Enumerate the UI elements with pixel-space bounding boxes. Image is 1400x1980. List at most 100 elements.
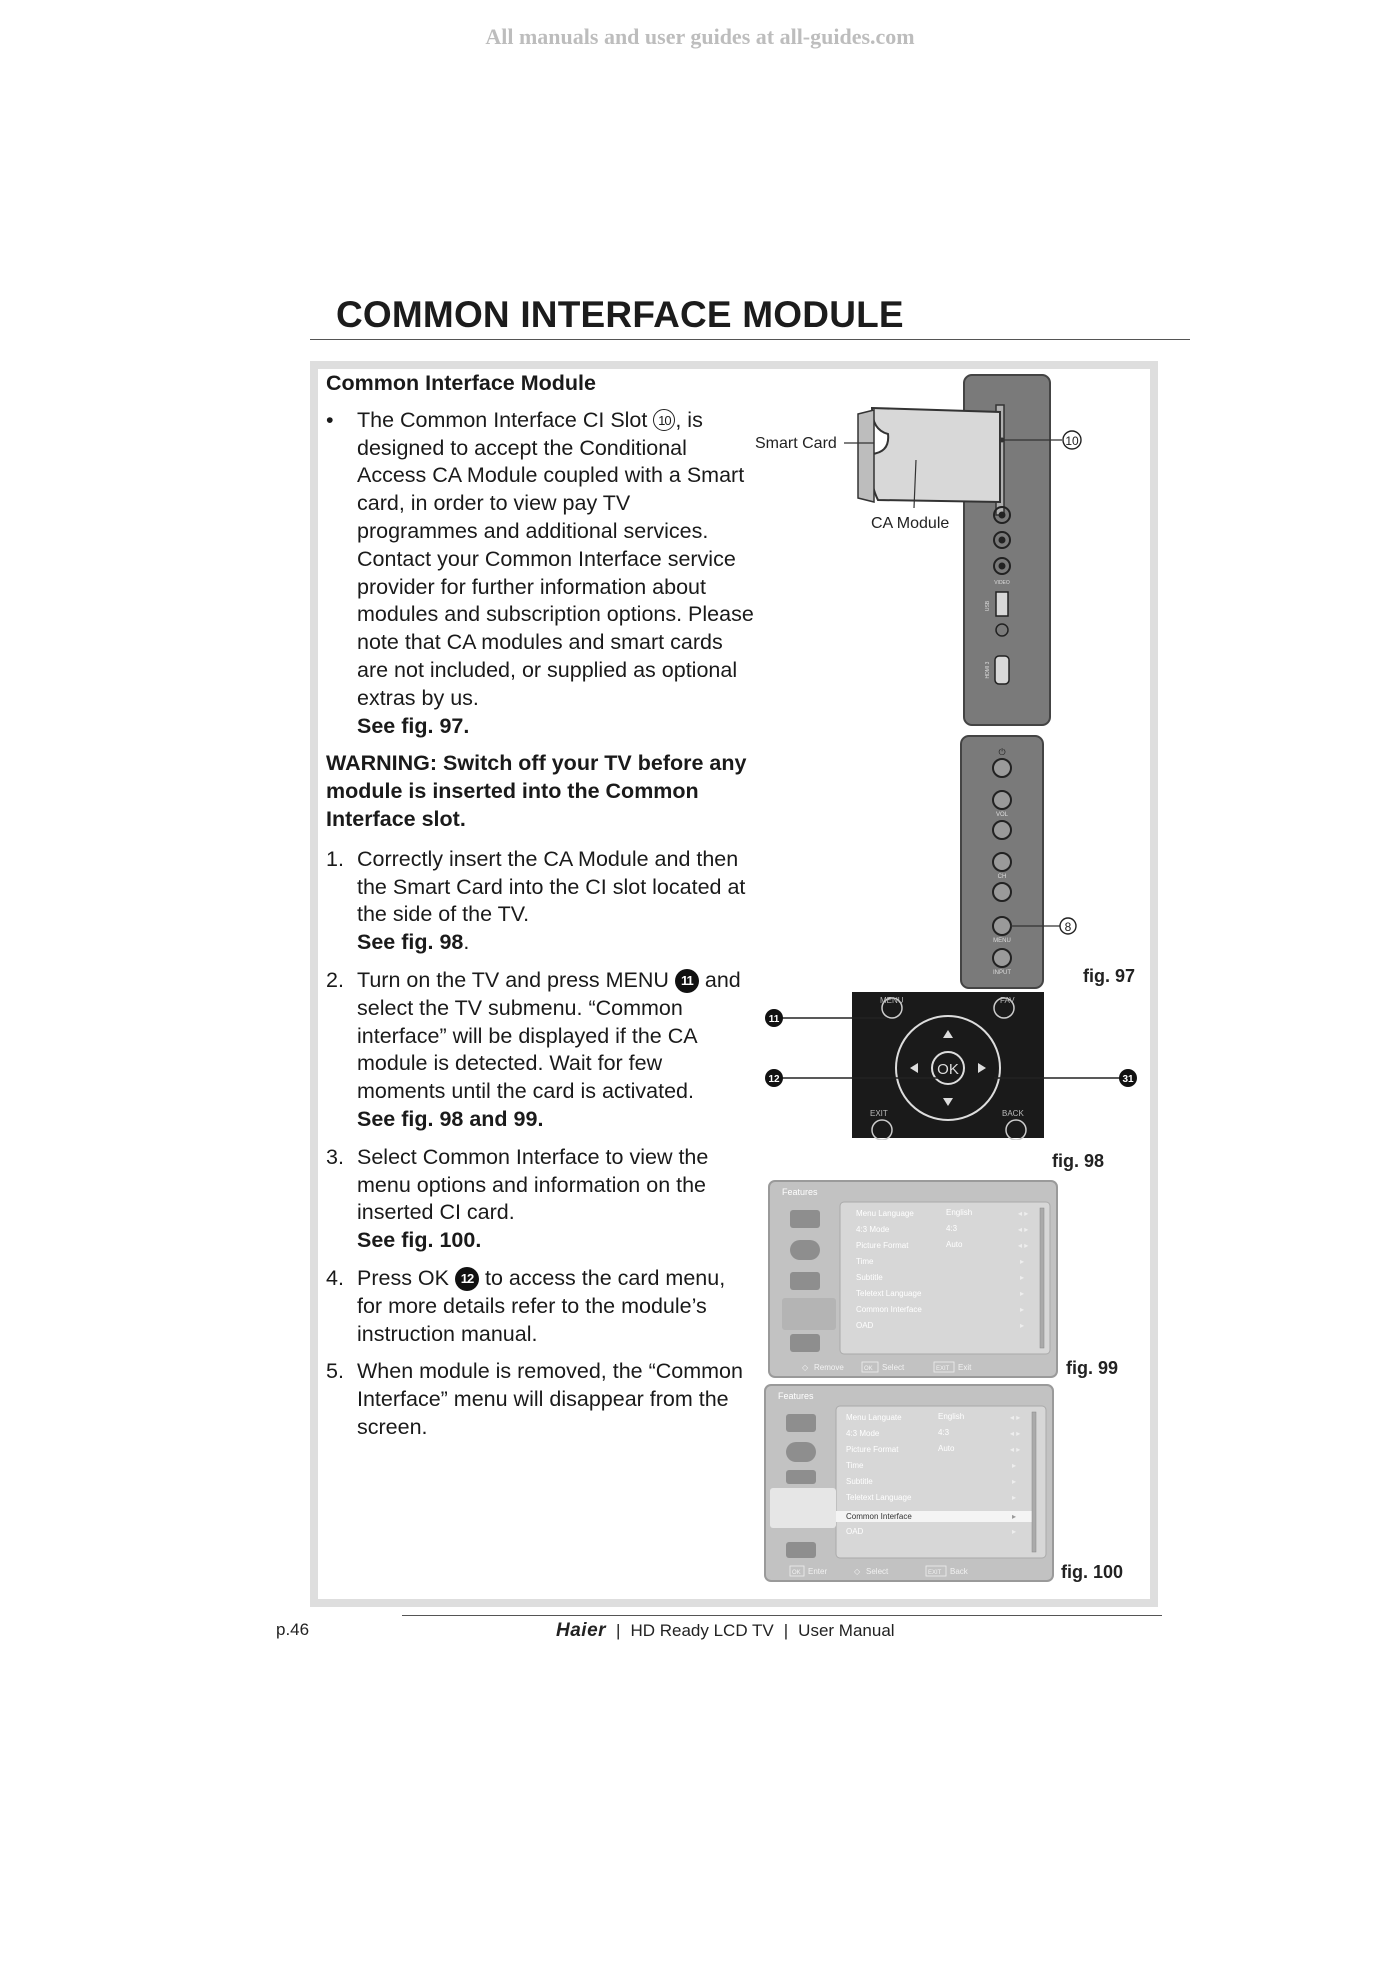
step-text-before: Press OK <box>357 1265 449 1290</box>
menu-row-label: Teletext Language <box>846 1493 912 1502</box>
menu-row-value: 4:3 <box>938 1428 950 1437</box>
svg-text:◂ ▸: ◂ ▸ <box>1010 1445 1020 1454</box>
fig100-arrow-icons: ◂ ▸◂ ▸◂ ▸ ▸▸▸▸▸ <box>1010 1413 1020 1536</box>
callout-8-label: 8 <box>1065 920 1072 934</box>
bullet-text-before: The Common Interface CI Slot <box>357 407 648 432</box>
fig97-illustration: Smart Card CA Module 10 VIDEO USB HDMI 3… <box>755 374 1082 989</box>
svg-text:▸: ▸ <box>1012 1512 1016 1521</box>
highlighted-row <box>836 1511 1036 1522</box>
menu-row-value: English <box>938 1412 964 1421</box>
footer-separator: | <box>783 1621 789 1640</box>
svg-text:▸: ▸ <box>1020 1289 1024 1298</box>
page-title: COMMON INTERFACE MODULE <box>336 294 904 335</box>
step-number: 1. <box>326 846 344 871</box>
svg-text:◂ ▸: ◂ ▸ <box>1010 1413 1020 1422</box>
step-text-before: Turn on the TV and press MENU <box>357 967 669 992</box>
fig99-arrow-icons: ◂ ▸◂ ▸◂ ▸ ▸▸▸▸▸ <box>1018 1209 1028 1330</box>
fav-key-label: FAV <box>1000 996 1015 1005</box>
step-text: When module is removed, the “Common Inte… <box>357 1359 743 1439</box>
svg-text:◂ ▸: ◂ ▸ <box>1018 1241 1028 1250</box>
step-item: 2. Turn on the TV and press MENU 11 and … <box>326 967 756 1134</box>
see-fig-97: See fig. 97. <box>357 713 470 738</box>
callout-12-text: 12 <box>768 1074 780 1085</box>
fig100-title: Features <box>778 1391 814 1401</box>
footer-hint: Select <box>882 1363 905 1372</box>
step-number: 3. <box>326 1144 344 1169</box>
step-number: 5. <box>326 1359 344 1384</box>
step-item: 3. Select Common Interface to view the m… <box>326 1144 756 1255</box>
svg-text:▸: ▸ <box>1012 1477 1016 1486</box>
back-key-label: BACK <box>1002 1109 1024 1118</box>
fig100-menu-screen: Features Menu Languate English 4:3 Mode … <box>764 1384 1054 1582</box>
move-icon: ◇ <box>802 1363 809 1372</box>
ca-module-label: CA Module <box>871 515 949 532</box>
footer-key: EXIT <box>936 1366 950 1372</box>
menu-row-label: Menu Language <box>856 1209 914 1218</box>
menu-row-label: Subtitle <box>846 1477 873 1486</box>
page-footer: Haier|HD Ready LCD TV|User Manual <box>556 1620 895 1642</box>
video-port-label: VIDEO <box>994 580 1010 586</box>
menu-row-label: Common Interface <box>856 1305 922 1314</box>
section-heading: Common Interface Module <box>326 371 596 395</box>
smart-card <box>857 409 875 503</box>
footer-separator: | <box>616 1621 621 1640</box>
step-text-after: to access the card menu, for more detail… <box>357 1265 726 1346</box>
callout-10: 10 <box>653 408 676 431</box>
menu-row-label: Menu Languate <box>846 1413 902 1422</box>
step-see: See fig. 98 <box>357 930 464 955</box>
callout-31-marker <box>1119 1069 1137 1087</box>
usb-port-label: USB <box>985 600 991 611</box>
step-number: 2. <box>326 967 344 992</box>
steps-list: 1. Correctly insert the CA Module and th… <box>326 846 756 1442</box>
footer-key: OK <box>864 1366 873 1372</box>
svg-text:◂ ▸: ◂ ▸ <box>1010 1429 1020 1438</box>
menu-row-value: Auto <box>946 1240 963 1249</box>
title-rule <box>310 339 1190 340</box>
svg-text:▸: ▸ <box>1012 1527 1016 1536</box>
svg-text:▸: ▸ <box>1020 1321 1024 1330</box>
menu-key-label: MENU <box>880 996 904 1005</box>
menu-row-label: Time <box>846 1461 864 1470</box>
vol-label: VOL <box>996 812 1009 818</box>
svg-text:◂ ▸: ◂ ▸ <box>1018 1209 1028 1218</box>
fig98-label: fig. 98 <box>1052 1151 1105 1171</box>
menu-row-value: Auto <box>938 1444 955 1453</box>
svg-text:▸: ▸ <box>1020 1257 1024 1266</box>
step-text: Select Common Interface to view the menu… <box>357 1144 709 1225</box>
footer-hint: Back <box>950 1567 969 1576</box>
footer-hint: Remove <box>814 1363 844 1372</box>
instructions-column: Common Interface Module • The Common Int… <box>326 370 756 1452</box>
exit-key-label: EXIT <box>870 1109 888 1118</box>
fig99-label: fig. 99 <box>1066 1358 1119 1378</box>
step-text: Correctly insert the CA Module and then … <box>357 846 746 927</box>
svg-text:▸: ▸ <box>1020 1305 1024 1314</box>
hdmi-port-label: HDMI 3 <box>985 661 991 678</box>
menu-row-label: Subtitle <box>856 1273 883 1282</box>
dpad-arrows <box>910 1030 986 1106</box>
bullet-marker: • <box>326 407 334 432</box>
product-name: HD Ready LCD TV <box>630 1621 774 1640</box>
fig97-label: fig. 97 <box>1083 966 1136 986</box>
warning-text: WARNING: Switch off your TV before any m… <box>326 751 747 831</box>
fig98-illustration: MENU FAV OK EXIT BACK 11 12 31 <box>765 992 1137 1140</box>
menu-row-label: Common Interface <box>846 1512 912 1521</box>
menu-row-label: OAD <box>846 1527 864 1536</box>
input-label: INPUT <box>993 970 1011 976</box>
callout-10-label: 10 <box>1065 434 1079 448</box>
power-icon: ⏻ <box>998 747 1005 757</box>
menu-row-label: Picture Format <box>856 1241 909 1250</box>
fig100-label: fig. 100 <box>1061 1562 1124 1582</box>
callout-11-marker <box>765 1009 783 1027</box>
ok-button <box>931 1051 965 1085</box>
ok-label: OK <box>937 1061 959 1078</box>
callout-8-circle <box>1059 917 1077 935</box>
callout-11: 11 <box>674 968 699 993</box>
fig99-scrollbar <box>1039 1207 1045 1349</box>
headphone-port <box>995 623 1009 637</box>
step-text-after: and select the TV submenu. “Common inter… <box>357 967 741 1104</box>
svg-text:◂ ▸: ◂ ▸ <box>1018 1225 1028 1234</box>
step-item: 4. Press OK 12 to access the card menu, … <box>326 1265 756 1348</box>
menu-label: MENU <box>993 938 1011 944</box>
fig99-menu-screen: Features Menu Language English 4:3 Mode … <box>768 1180 1058 1378</box>
hdmi-port <box>994 655 1010 685</box>
